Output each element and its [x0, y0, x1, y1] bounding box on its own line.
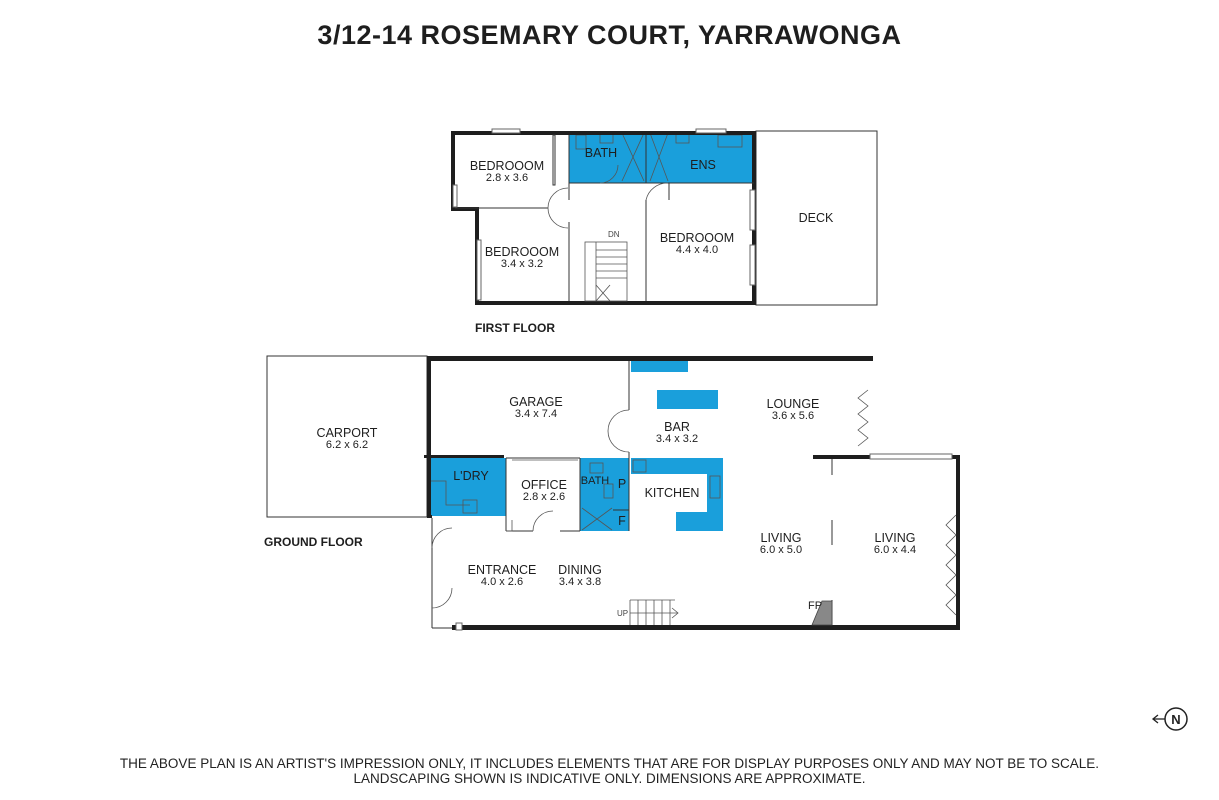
compass-label: N: [1171, 712, 1180, 727]
room-label-deck: DECK: [799, 211, 834, 225]
room-dims-bedroom-1: 2.8 x 3.6: [486, 172, 528, 184]
room-label-first-bath: BATH: [585, 146, 617, 160]
room-label-fridge: F: [618, 514, 626, 528]
room-label-bedroom-1: BEDROOOM: [470, 159, 544, 173]
room-label-living-2: LIVING: [875, 531, 916, 545]
room-label-ensuite: ENS: [690, 158, 716, 172]
room-label-carport: CARPORT: [317, 426, 378, 440]
room-label-pantry: P: [618, 477, 626, 491]
room-dims-bedroom-3: 4.4 x 4.0: [676, 244, 718, 256]
ground-floor-label: GROUND FLOOR: [264, 535, 363, 549]
room-label-bar: BAR: [664, 420, 690, 434]
fireplace-icon: [811, 600, 833, 626]
kitchen-benches: [631, 458, 723, 531]
ground-floor-stairs: [629, 599, 679, 625]
room-label-living-1: LIVING: [761, 531, 802, 545]
room-label-kitchen: KITCHEN: [645, 486, 700, 500]
room-dims-lounge: 3.6 x 5.6: [772, 410, 814, 422]
ground-stairs-label: UP: [617, 609, 628, 618]
disclaimer-line-2: LANDSCAPING SHOWN IS INDICATIVE ONLY. DI…: [353, 771, 866, 786]
north-arrow-icon: N: [1151, 707, 1188, 731]
first-floor-plan: DN BEDROOOM 2.8 x 3.6 BEDROOOM 3.4 x 3.2…: [451, 128, 878, 335]
room-label-bedroom-2: BEDROOOM: [485, 245, 559, 259]
room-dims-bar: 3.4 x 3.2: [656, 433, 698, 445]
room-dims-garage: 3.4 x 7.4: [515, 408, 557, 420]
ground-bath-area: [580, 458, 629, 531]
first-floor-label: FIRST FLOOR: [475, 321, 555, 335]
laundry-area: [429, 458, 506, 516]
room-label-office: OFFICE: [521, 478, 567, 492]
bath-fixtures: [575, 132, 743, 182]
disclaimer: THE ABOVE PLAN IS AN ARTIST'S IMPRESSION…: [0, 756, 1219, 786]
room-dims-living-2: 6.0 x 4.4: [874, 544, 916, 556]
room-label-entrance: ENTRANCE: [468, 563, 537, 577]
room-label-dining: DINING: [558, 563, 602, 577]
ensuite-area: [646, 131, 754, 183]
disclaimer-line-1: THE ABOVE PLAN IS AN ARTIST'S IMPRESSION…: [119, 756, 1100, 771]
room-dims-carport: 6.2 x 6.2: [326, 439, 368, 451]
room-label-lounge: LOUNGE: [767, 397, 820, 411]
room-label-laundry: L'DRY: [453, 469, 489, 483]
first-stairs-label: DN: [608, 230, 620, 239]
room-label-ground-bath: BATH: [581, 475, 610, 487]
plan-title: 3/12-14 ROSEMARY COURT, YARRAWONGA: [317, 20, 902, 50]
room-dims-dining: 3.4 x 3.8: [559, 576, 601, 588]
room-dims-living-1: 6.0 x 5.0: [760, 544, 802, 556]
room-label-garage: GARAGE: [509, 395, 563, 409]
bar-shelf: [631, 358, 688, 372]
room-label-fireplace: FP: [808, 600, 822, 612]
room-label-bedroom-3: BEDROOOM: [660, 231, 734, 245]
room-dims-entrance: 4.0 x 2.6: [481, 576, 523, 588]
ground-floor-plan: UP CARPORT 6.2 x 6.2 GARAGE 3.4 x 7.4 BA…: [264, 355, 960, 631]
room-dims-bedroom-2: 3.4 x 3.2: [501, 258, 543, 270]
room-dims-office: 2.8 x 2.6: [523, 491, 565, 503]
bar-counter: [657, 390, 718, 409]
first-floor-stairs: [584, 241, 628, 302]
